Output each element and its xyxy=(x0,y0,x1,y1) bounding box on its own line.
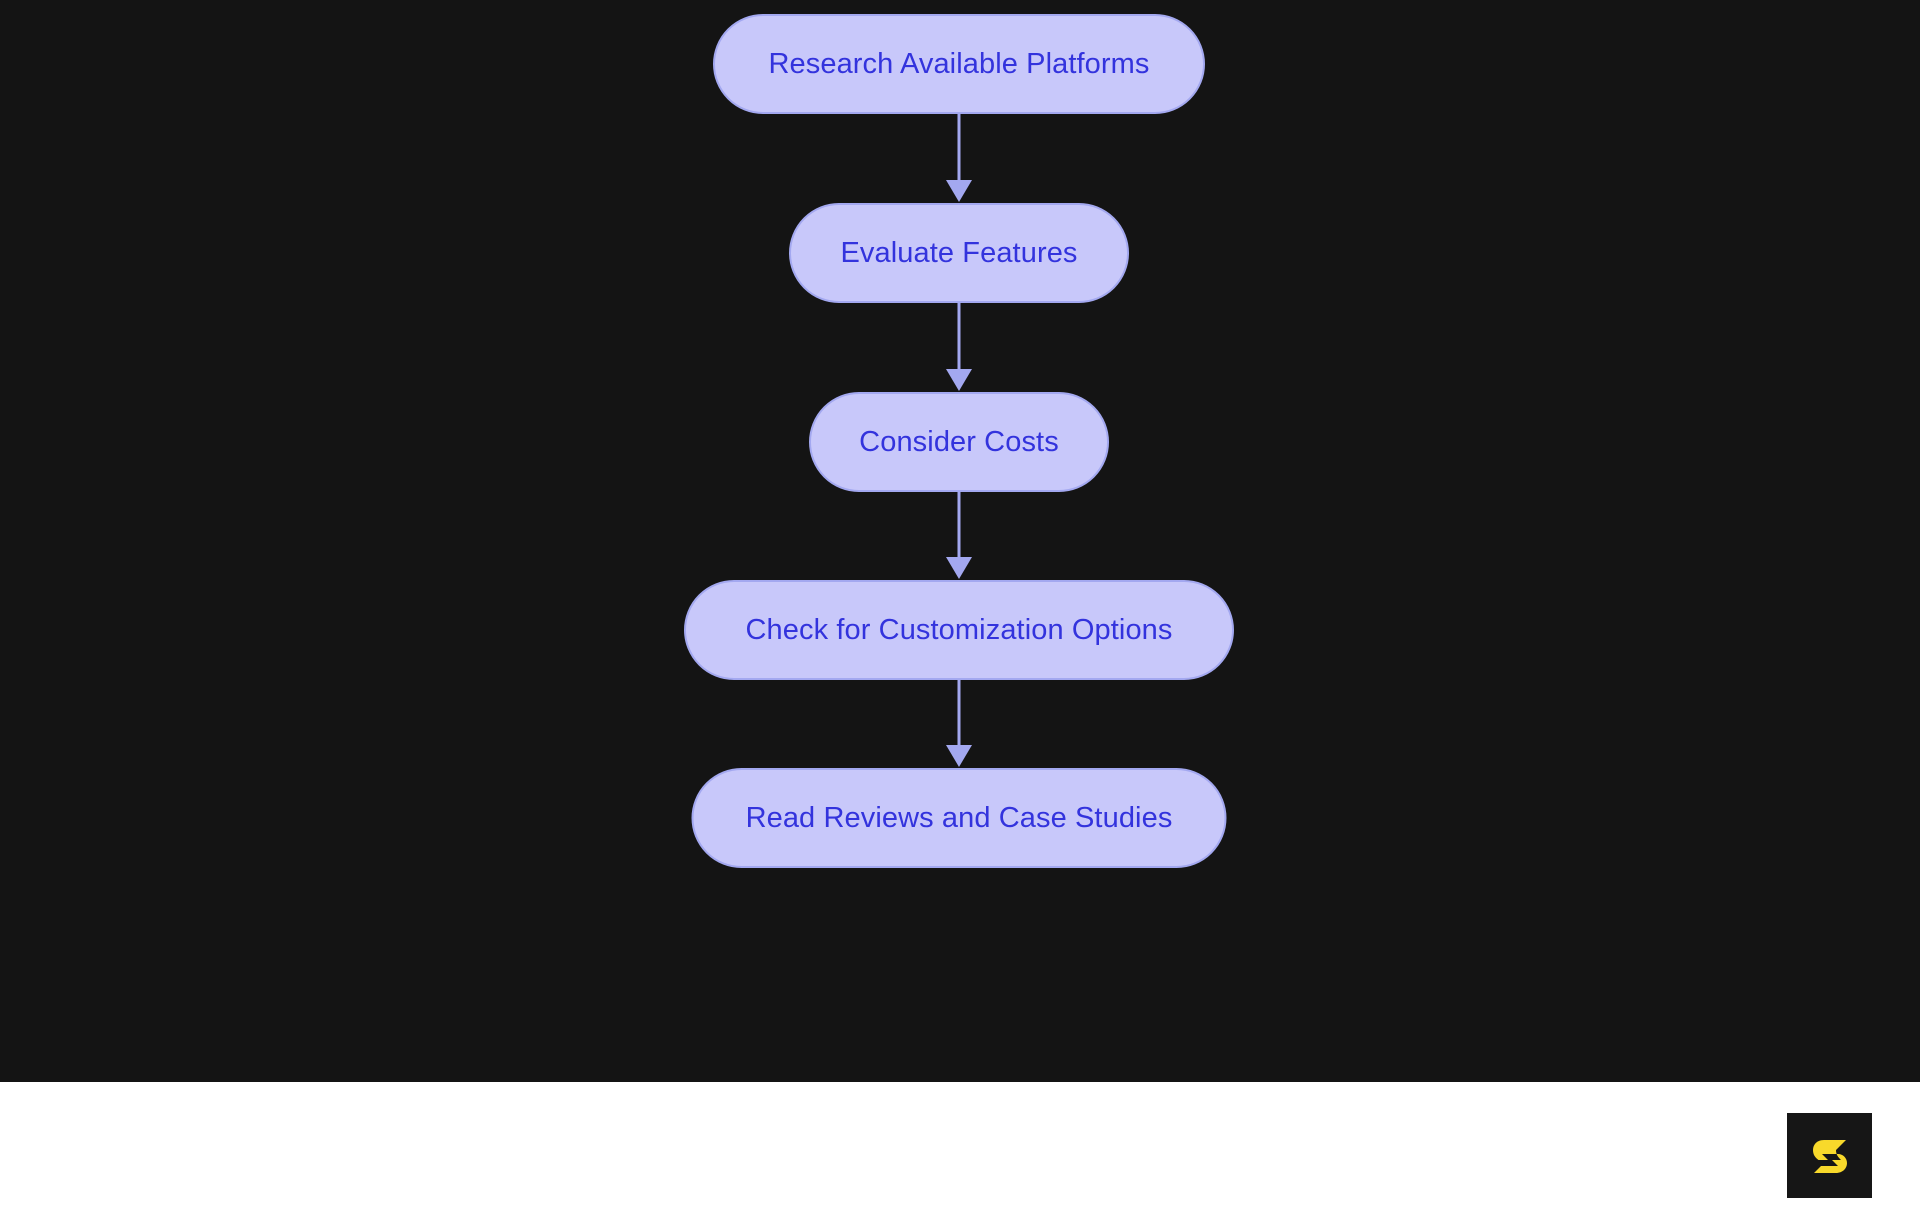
edge-connector-line-1 xyxy=(957,303,961,371)
flowchart-node-evaluate-features[interactable]: Evaluate Features xyxy=(789,203,1129,303)
node-label: Research Available Platforms xyxy=(768,47,1150,80)
flowchart-node-consider-costs[interactable]: Consider Costs xyxy=(809,392,1109,492)
edge-arrowhead-2 xyxy=(946,557,972,579)
s-logo-icon xyxy=(1802,1128,1858,1184)
diagram-canvas: Research Available Platforms Evaluate Fe… xyxy=(0,0,1920,1082)
flowchart-node-research-available-platforms[interactable]: Research Available Platforms xyxy=(713,14,1205,114)
node-label: Check for Customization Options xyxy=(745,613,1173,646)
footer-bar xyxy=(0,1082,1920,1215)
brand-logo xyxy=(1787,1113,1872,1198)
node-label: Consider Costs xyxy=(859,425,1059,458)
flowchart-node-read-reviews-and-case-studies[interactable]: Read Reviews and Case Studies xyxy=(691,768,1227,868)
edge-arrowhead-1 xyxy=(946,369,972,391)
edge-arrowhead-3 xyxy=(946,745,972,767)
flowchart-node-check-for-customization-options[interactable]: Check for Customization Options xyxy=(684,580,1234,680)
node-label: Evaluate Features xyxy=(840,236,1078,269)
edge-connector-line-2 xyxy=(957,492,961,559)
flowchart: Research Available Platforms Evaluate Fe… xyxy=(684,14,1234,868)
edge-connector-line-3 xyxy=(957,680,961,747)
node-label: Read Reviews and Case Studies xyxy=(745,801,1173,834)
edge-connector-line-0 xyxy=(957,114,961,182)
edge-arrowhead-0 xyxy=(946,180,972,202)
